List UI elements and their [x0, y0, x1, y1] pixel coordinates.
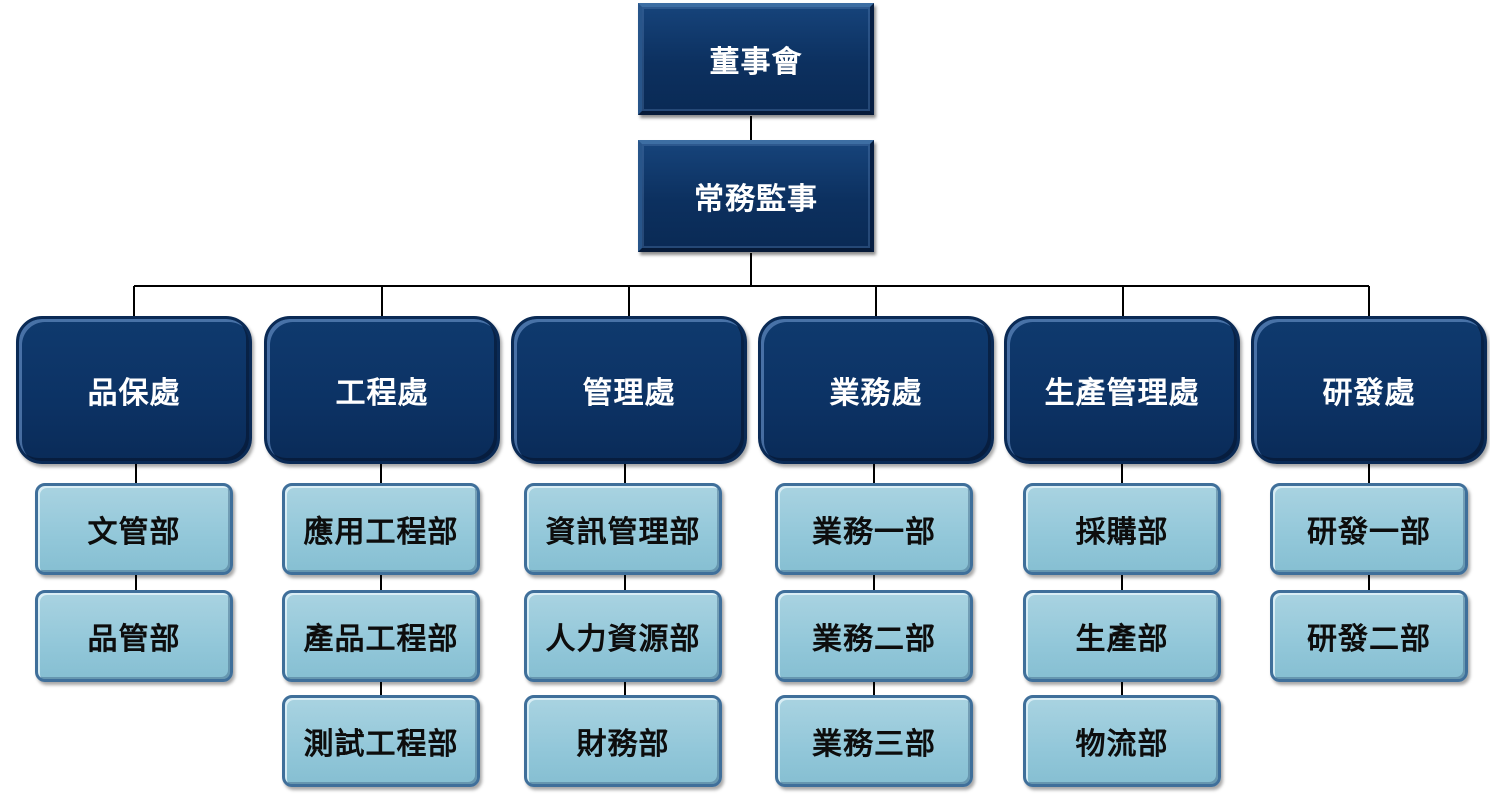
dept-label: 產品工程部	[303, 622, 459, 657]
dept-box: 生產部	[1023, 590, 1221, 682]
dept-box: 測試工程部	[282, 695, 480, 787]
dept-label: 採購部	[1075, 515, 1169, 550]
division-label: 管理處	[582, 376, 676, 411]
dept-box: 物流部	[1023, 695, 1221, 787]
division-label: 業務處	[829, 376, 923, 411]
division-label: 工程處	[335, 376, 429, 411]
dept-label: 人力資源部	[545, 622, 701, 657]
dept-box: 業務二部	[775, 590, 973, 682]
board-label: 董事會	[709, 45, 803, 80]
board-box: 董事會	[638, 3, 874, 115]
dept-label: 生產部	[1075, 622, 1169, 657]
dept-label: 測試工程部	[303, 727, 459, 762]
division-box-sales: 業務處	[758, 316, 994, 464]
dept-box: 業務三部	[775, 695, 973, 787]
dept-label: 文管部	[87, 515, 181, 550]
division-box-rnd: 研發處	[1251, 316, 1487, 464]
dept-label: 業務二部	[812, 622, 936, 657]
dept-box: 業務一部	[775, 483, 973, 575]
dept-box: 資訊管理部	[524, 483, 722, 575]
dept-label: 品管部	[87, 622, 181, 657]
division-box-quality: 品保處	[16, 316, 252, 464]
dept-box: 品管部	[35, 590, 233, 682]
dept-box: 財務部	[524, 695, 722, 787]
dept-label: 應用工程部	[303, 515, 459, 550]
dept-box: 研發二部	[1270, 590, 1468, 682]
dept-label: 物流部	[1075, 727, 1169, 762]
dept-box: 採購部	[1023, 483, 1221, 575]
dept-box: 文管部	[35, 483, 233, 575]
dept-label: 資訊管理部	[545, 515, 701, 550]
dept-label: 業務一部	[812, 515, 936, 550]
division-label: 研發處	[1322, 376, 1416, 411]
dept-label: 研發一部	[1307, 515, 1431, 550]
division-label: 品保處	[87, 376, 181, 411]
division-box-engineering: 工程處	[264, 316, 500, 464]
dept-label: 研發二部	[1307, 622, 1431, 657]
dept-box: 研發一部	[1270, 483, 1468, 575]
division-box-production: 生產管理處	[1004, 316, 1240, 464]
dept-label: 業務三部	[812, 727, 936, 762]
dept-box: 應用工程部	[282, 483, 480, 575]
dept-box: 人力資源部	[524, 590, 722, 682]
division-box-management: 管理處	[511, 316, 747, 464]
dept-label: 財務部	[576, 727, 670, 762]
supervisor-label: 常務監事	[694, 182, 818, 217]
division-label: 生產管理處	[1044, 376, 1200, 411]
dept-box: 產品工程部	[282, 590, 480, 682]
supervisor-box: 常務監事	[638, 140, 874, 252]
